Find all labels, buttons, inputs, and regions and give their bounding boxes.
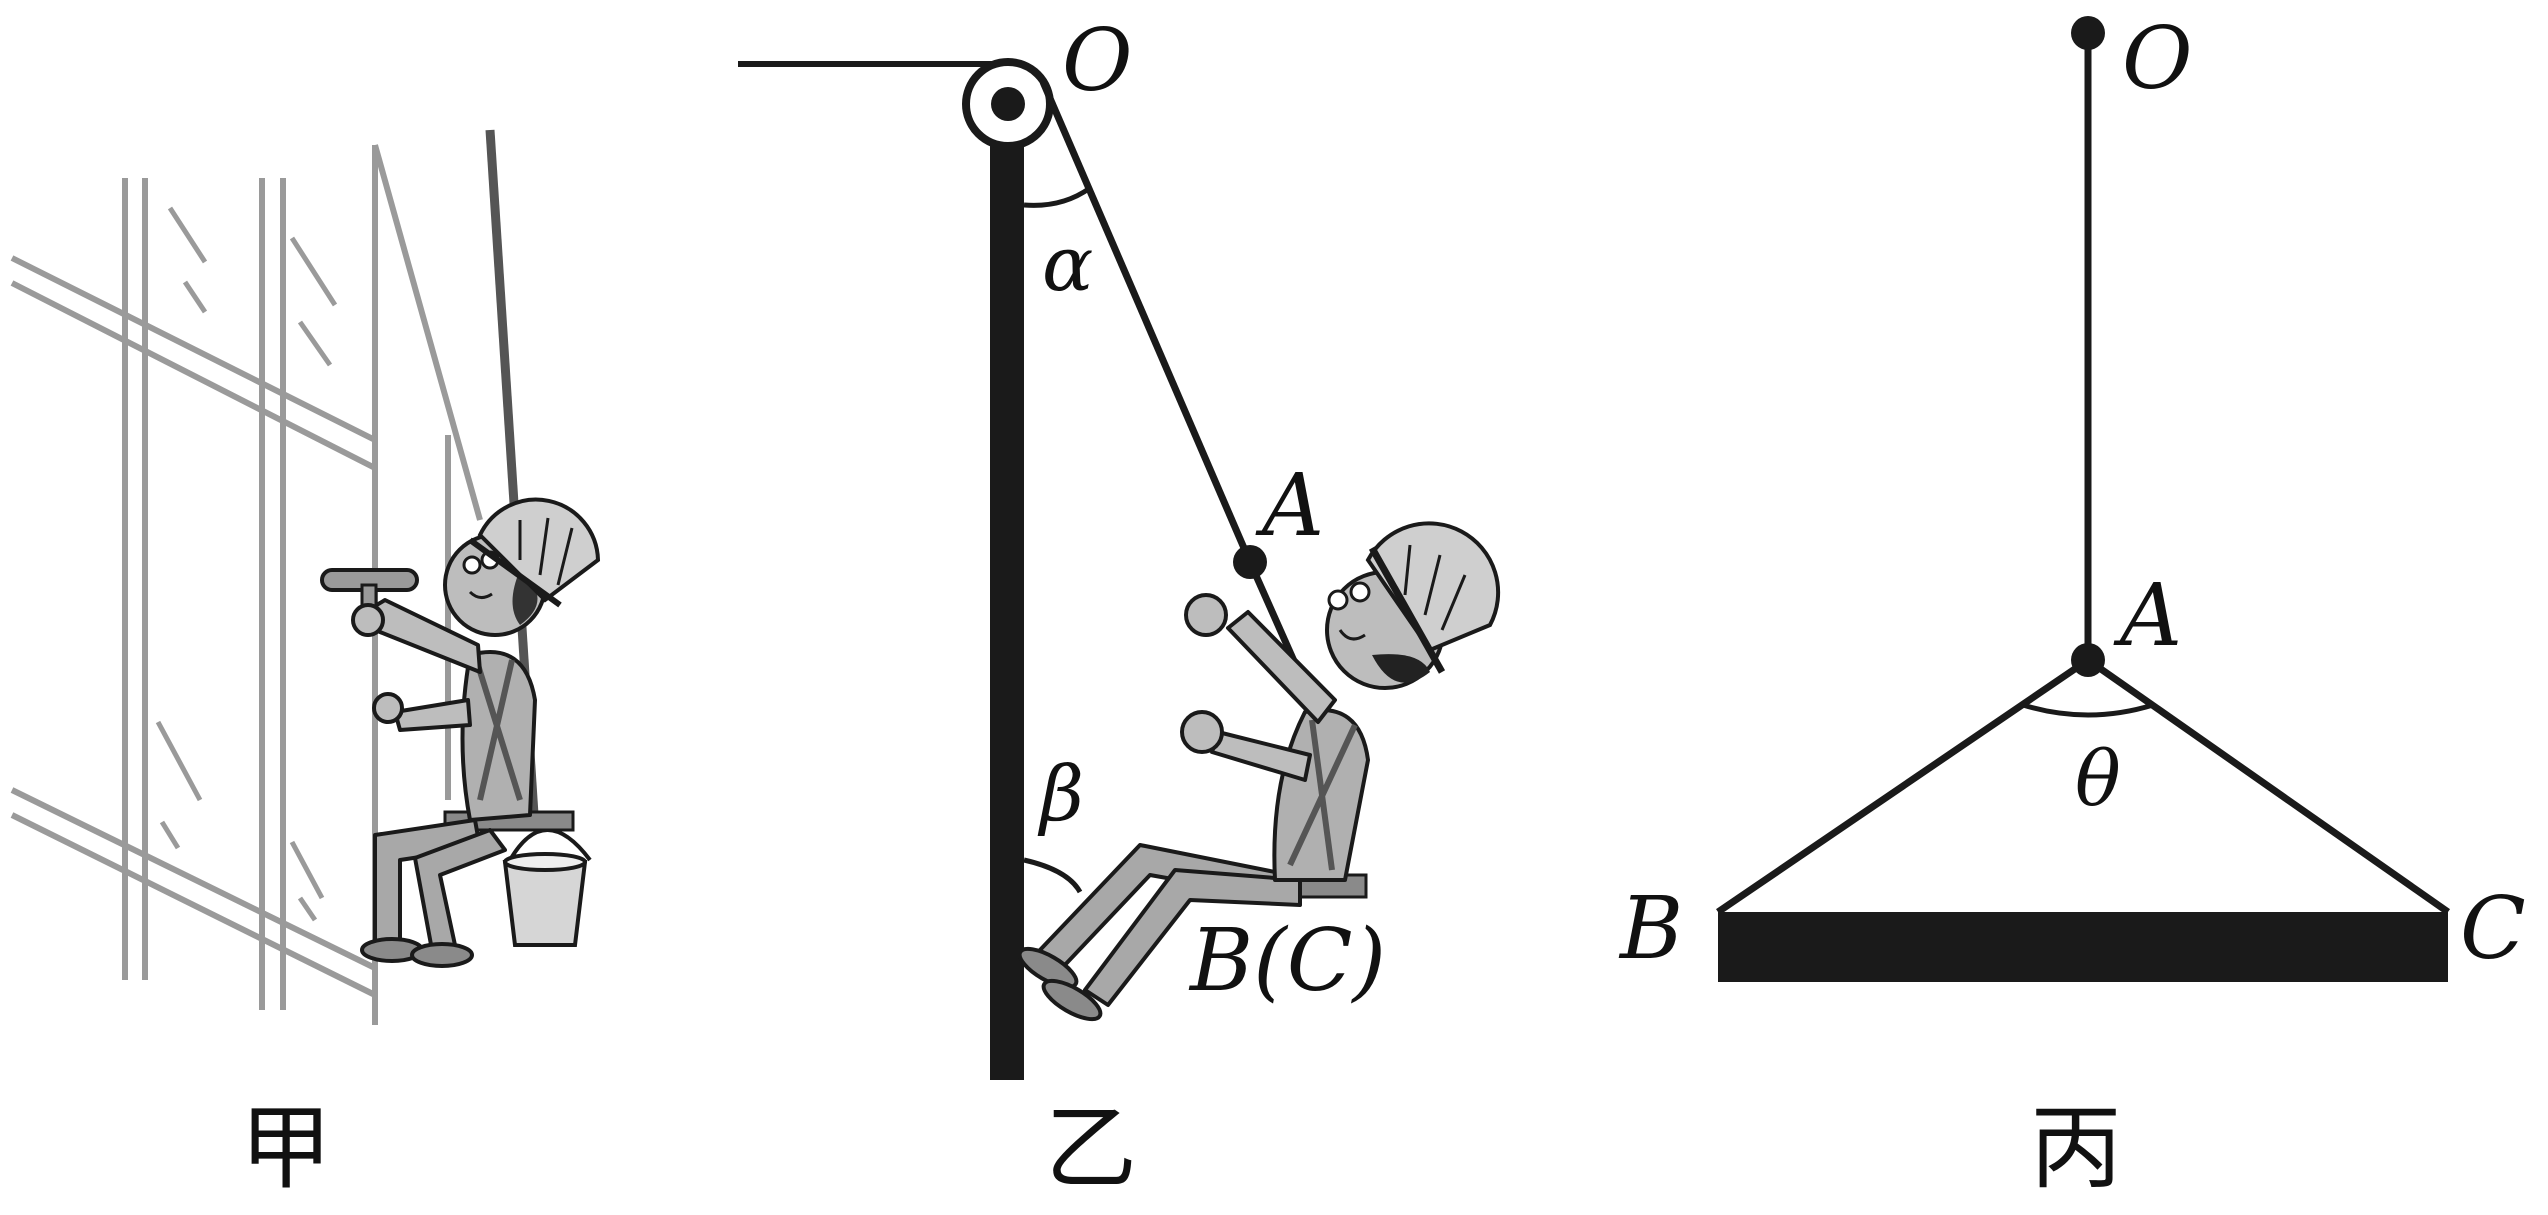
label-alpha: α [1042, 219, 1093, 308]
worker-yi [1017, 521, 1501, 1022]
label-C-bing: C [2460, 879, 2526, 979]
pulley [962, 58, 1054, 150]
label-A-yi: A [1255, 456, 1324, 556]
label-O-yi: O [1062, 11, 1133, 111]
point-A-bing [2071, 643, 2105, 677]
panel-yi: O A B(C) α β 乙 [738, 11, 1501, 1202]
caption-yi: 乙 [1045, 1095, 1137, 1202]
rope-OA [1039, 80, 1254, 564]
point-O-bing [2071, 16, 2105, 50]
angle-alpha-arc [1023, 185, 1092, 208]
label-B-bing: B [1618, 879, 1683, 979]
rope-AC [2085, 657, 2451, 915]
angle-beta-arc [1023, 857, 1083, 894]
label-A-bing: A [2113, 566, 2182, 666]
bucket [502, 828, 592, 947]
worker-jia [320, 497, 601, 968]
label-BC-yi: B(C) [1188, 911, 1386, 1011]
panel-jia: 甲 [10, 129, 601, 1202]
rope-AB [1716, 657, 2090, 915]
label-O-bing: O [2122, 9, 2193, 109]
caption-jia: 甲 [240, 1095, 332, 1202]
board-BC [1718, 912, 2448, 982]
wall [990, 95, 1024, 1080]
label-beta: β [1037, 749, 1084, 838]
angle-theta-arc [2022, 702, 2154, 718]
point-A-yi [1233, 545, 1267, 579]
panel-bing: O A B C θ 丙 [1618, 9, 2526, 1202]
caption-bing: 丙 [2030, 1095, 2122, 1202]
label-theta: θ [2075, 734, 2121, 823]
